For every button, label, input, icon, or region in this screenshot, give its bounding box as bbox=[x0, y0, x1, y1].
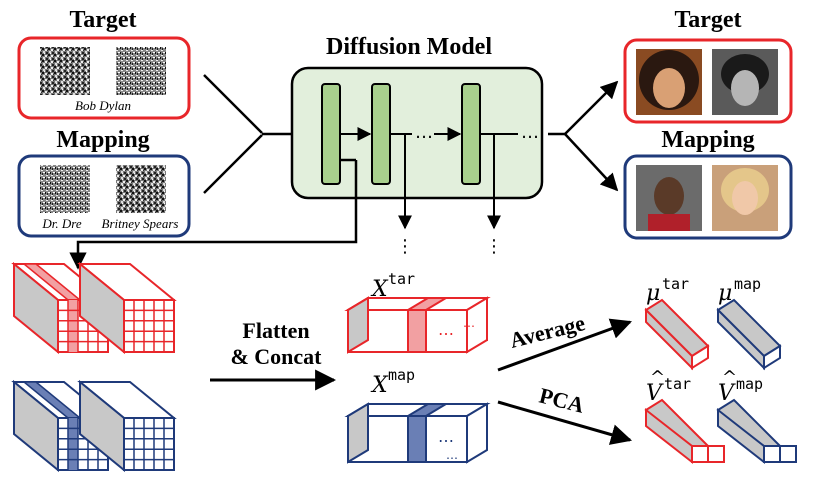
block-ellipsis: … bbox=[521, 122, 539, 143]
flatten-label: Flatten bbox=[242, 318, 309, 343]
feature-path bbox=[69, 160, 358, 270]
mu-tar-vector bbox=[644, 298, 710, 371]
x-tar-dots: … bbox=[438, 320, 454, 339]
noise-image bbox=[40, 47, 90, 95]
x-tar-sup: tar bbox=[388, 270, 415, 288]
merge-line-bottom bbox=[203, 134, 263, 194]
left-mapping-caption-1: Dr. Dre bbox=[41, 216, 81, 231]
x-map-sup: map bbox=[388, 366, 415, 384]
mu-tar-base: μ bbox=[646, 281, 660, 306]
mu-map-base: μ bbox=[718, 281, 732, 306]
v-map-hat: ^ bbox=[722, 367, 737, 388]
concat-label: & Concat bbox=[230, 344, 322, 369]
mu-map-vector bbox=[716, 298, 782, 371]
red-feature-cubes bbox=[11, 261, 177, 355]
left-target-title: Target bbox=[69, 7, 136, 33]
portrait-image bbox=[712, 49, 778, 115]
v-tar-sup: tar bbox=[664, 375, 691, 393]
split-arrow-top bbox=[564, 80, 619, 135]
x-map-matrix bbox=[344, 402, 491, 464]
x-tar-matrix bbox=[344, 296, 491, 354]
portrait-image bbox=[636, 49, 702, 115]
right-mapping-title: Mapping bbox=[661, 127, 754, 153]
v-tar-hat: ^ bbox=[650, 367, 665, 388]
right-target-title: Target bbox=[674, 7, 741, 33]
x-map-base: X bbox=[370, 373, 389, 398]
mu-map-sup: map bbox=[734, 275, 761, 293]
cube-front-stripe bbox=[68, 418, 78, 470]
x-map-dots: … bbox=[446, 448, 458, 462]
noise-image bbox=[116, 47, 166, 95]
v-tar-matrix bbox=[644, 398, 725, 465]
split-arrow-bottom bbox=[564, 133, 619, 192]
unet-block bbox=[461, 83, 481, 185]
noise-image bbox=[40, 165, 90, 213]
x-map-dots: … bbox=[438, 427, 454, 446]
pca-arrow bbox=[497, 400, 633, 445]
pca-label: PCA bbox=[537, 383, 587, 418]
portrait-image bbox=[636, 165, 702, 231]
mu-tar-sup: tar bbox=[662, 275, 689, 293]
noise-image bbox=[116, 165, 166, 213]
average-arrow bbox=[497, 318, 632, 372]
left-mapping-caption-2: Britney Spears bbox=[102, 216, 179, 231]
left-mapping-title: Mapping bbox=[56, 127, 149, 153]
v-map-base: V bbox=[718, 381, 736, 406]
x-tar-base: X bbox=[370, 277, 389, 302]
diffusion-model-title: Diffusion Model bbox=[326, 34, 492, 60]
cube-front-stripe bbox=[68, 300, 78, 352]
merge-line-top bbox=[203, 74, 263, 134]
block-ellipsis: … bbox=[415, 122, 433, 143]
v-tar-base: V bbox=[646, 381, 664, 406]
unet-block bbox=[321, 83, 341, 185]
vertical-ellipsis: ⋮ bbox=[396, 236, 414, 257]
portrait-image bbox=[712, 165, 778, 231]
v-map-sup: map bbox=[736, 375, 763, 393]
x-tar-dots: … bbox=[463, 316, 475, 330]
unet-block bbox=[371, 83, 391, 185]
vertical-ellipsis: ⋮ bbox=[485, 236, 503, 257]
cube-front-face bbox=[123, 417, 175, 471]
left-target-caption: Bob Dylan bbox=[75, 98, 131, 113]
navy-feature-cubes bbox=[11, 379, 177, 473]
average-label: Average bbox=[507, 310, 588, 353]
cube-front-face bbox=[123, 299, 175, 353]
v-map-matrix bbox=[716, 398, 797, 465]
